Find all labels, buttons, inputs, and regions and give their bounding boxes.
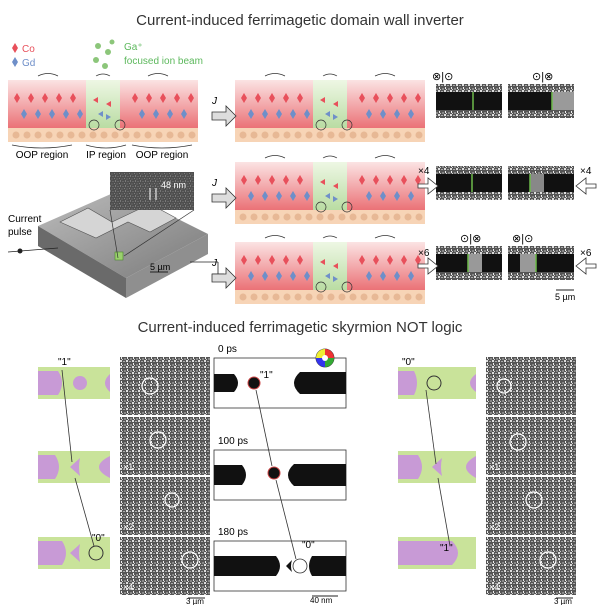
j-label-3: J xyxy=(211,258,218,269)
mult-right-4: ×4 xyxy=(489,582,499,592)
row1-left-symbol: ⊗|⊙ xyxy=(432,71,453,83)
title-top: Current-induced ferrimagetic domain wall… xyxy=(136,12,464,29)
gd-icon xyxy=(12,57,18,67)
mult-right-2: ×2 xyxy=(489,522,499,532)
row2-right-mult: ×4 xyxy=(580,166,592,177)
time-0: 0 ps xyxy=(218,344,237,355)
legend-co: Co xyxy=(22,44,35,55)
arrow-left-icon xyxy=(575,257,597,275)
mult-left-4: ×4 xyxy=(123,582,133,592)
row1-right-symbol: ⊙|⊗ xyxy=(532,71,553,83)
logic-left-one: "1" xyxy=(58,357,71,368)
j-label-1: J xyxy=(211,96,218,107)
title-bottom: Current-induced ferrimagetic skyrmion NO… xyxy=(138,319,463,336)
inverter-row-2: J xyxy=(211,155,425,225)
device-scale: 5 µm xyxy=(150,262,170,272)
mult-left-1: ×1 xyxy=(123,462,133,472)
label-oop-right: OOP region xyxy=(136,150,189,161)
inverter-row-3: J xyxy=(211,235,425,305)
arrow-right-icon xyxy=(417,177,439,195)
current-arrow-icon xyxy=(211,187,237,209)
co-icon xyxy=(12,43,18,53)
inverter-row-1: J xyxy=(211,73,425,143)
row3-left-symbol: ⊙|⊗ xyxy=(460,233,481,245)
inverter-scale: 5 µm xyxy=(555,292,575,302)
legend: Co Gd Ga⁺ focused ion beam xyxy=(12,39,203,69)
j-label-2: J xyxy=(211,178,218,189)
label-oop-left: OOP region xyxy=(16,150,69,161)
row2-left-mult: ×4 xyxy=(418,166,430,177)
micrographs-logic-right: ×1 ×2 ×4 3 µm xyxy=(486,357,576,605)
current-arrow-icon xyxy=(211,267,237,289)
inset-scale-label: 48 nm xyxy=(161,180,186,190)
micrographs-logic-left: ×1 ×2 ×4 3 µm xyxy=(120,357,210,605)
scale-mid: 40 nm xyxy=(310,596,333,605)
legend-gd: Gd xyxy=(22,58,35,69)
legend-fib: focused ion beam xyxy=(124,56,203,67)
legend-ga: Ga⁺ xyxy=(124,42,143,53)
mult-left-2: ×2 xyxy=(123,522,133,532)
sim-zero: "0" xyxy=(302,540,315,551)
current-pulse-line1: Current xyxy=(8,214,42,225)
logic-left: "1" "0" xyxy=(38,357,110,569)
logic-right-one: "1" xyxy=(440,543,453,554)
scale-left: 3 µm xyxy=(186,597,204,605)
row3-right-symbol: ⊗|⊙ xyxy=(512,233,533,245)
logic-right-zero: "0" xyxy=(402,357,415,368)
schematic-slab-main xyxy=(8,73,198,143)
time-2: 180 ps xyxy=(218,527,248,538)
mult-right-1: ×1 xyxy=(489,462,499,472)
sim-one: "1" xyxy=(260,370,273,381)
arrow-right-icon xyxy=(417,257,439,275)
ion-beam-icon xyxy=(93,39,115,69)
current-arrow-icon xyxy=(211,105,237,127)
row3-left-mult: ×6 xyxy=(418,248,430,259)
label-ip: IP region xyxy=(86,150,126,161)
micrographs-inverter: ⊗|⊙ ⊙|⊗ ×4 ×4 ⊙|⊗ ⊗|⊙ ×6 ×6 5 xyxy=(417,71,597,302)
time-1: 100 ps xyxy=(218,436,248,447)
logic-left-zero: "0" xyxy=(92,533,105,544)
current-pulse-line2: pulse xyxy=(8,227,32,238)
logic-right: "0" "1" xyxy=(398,357,476,569)
arrow-left-icon xyxy=(575,177,597,195)
scale-right: 3 µm xyxy=(554,597,572,605)
terminal-icon xyxy=(17,248,23,254)
device-image xyxy=(38,190,208,298)
row3-right-mult: ×6 xyxy=(580,248,592,259)
simulation-panels: 0 ps "1" 100 ps 180 ps "0" 40 nm xyxy=(213,344,347,605)
